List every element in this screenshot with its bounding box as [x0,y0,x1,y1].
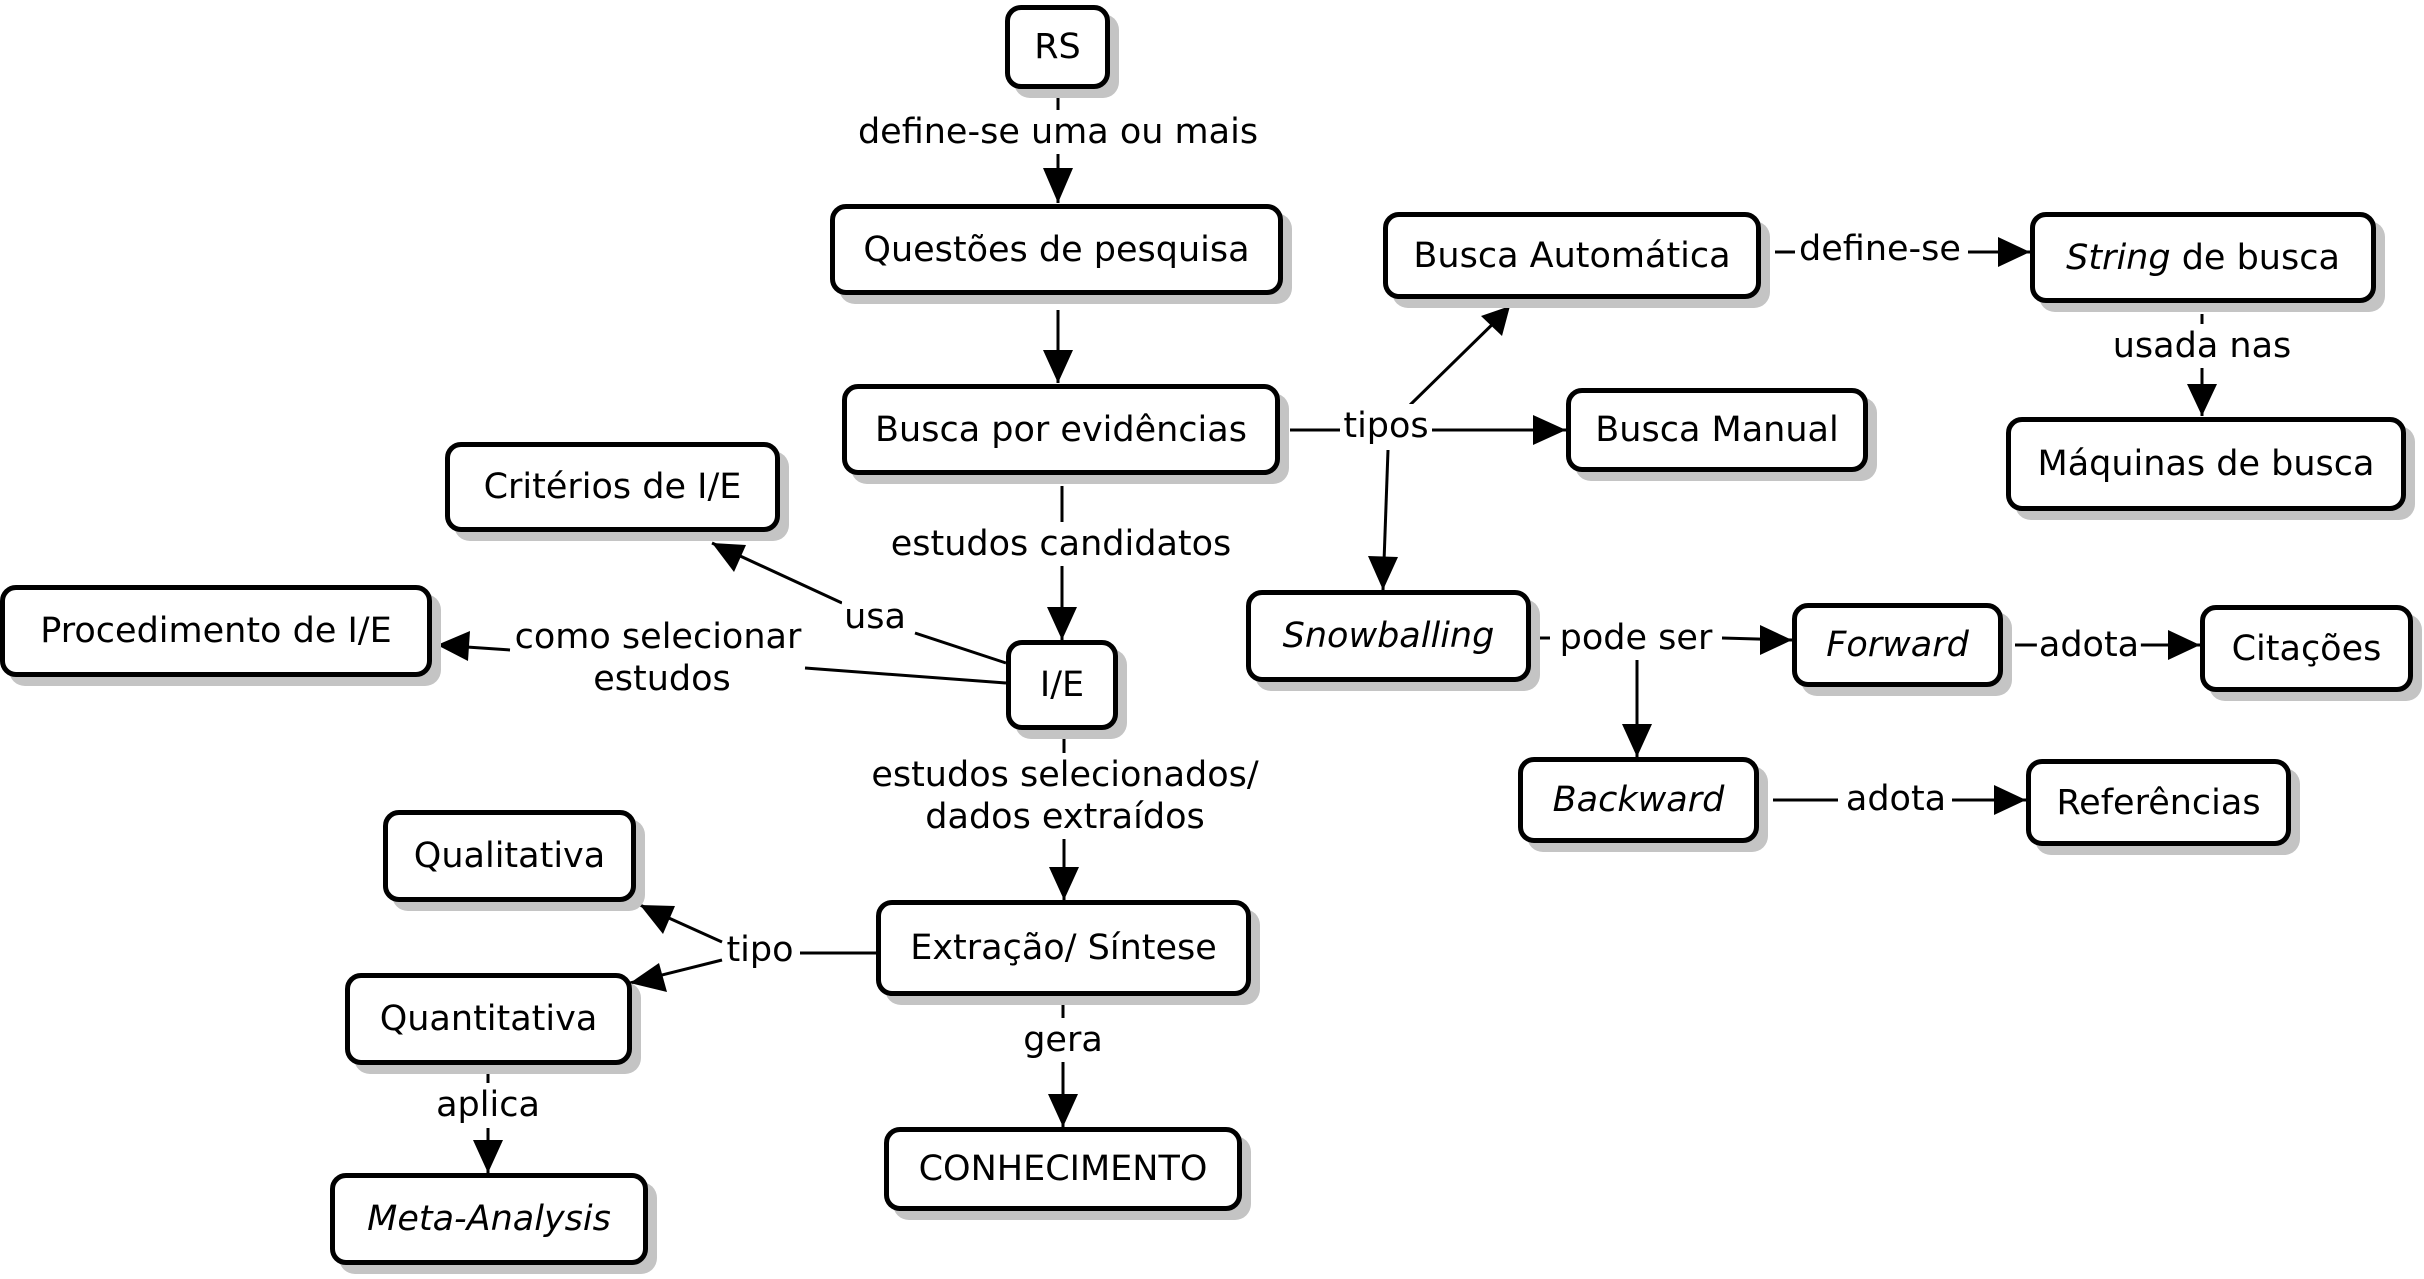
edge-tipos-automatica [1408,310,1507,407]
node-busca-manual-label: Busca Manual [1595,410,1839,450]
label-tipo: tipo [724,928,796,972]
node-extracao[interactable]: Extração/ Síntese [876,900,1251,996]
node-busca-automatica-label: Busca Automática [1413,235,1731,276]
node-rs[interactable]: RS [1005,5,1110,89]
node-procedimento-label: Procedimento de I/E [40,611,392,651]
label-pode-ser: pode ser [1557,616,1715,660]
node-quantitativa[interactable]: Quantitativa [345,973,632,1065]
label-define-uma-ou-mais: define-se uma ou mais [855,110,1261,154]
label-adota-forward: adota [2036,623,2142,667]
arrowhead-questoes [1043,168,1073,203]
node-qualitativa[interactable]: Qualitativa [383,810,636,902]
edge-ie-como [804,666,1007,685]
node-maquinas-label: Máquinas de busca [2037,444,2375,484]
node-citacoes-label: Citações [2231,628,2382,669]
label-estudos-selecionados-line1: estudos selecionados/ [869,753,1261,797]
node-criterios-label: Critérios de I/E [483,467,742,507]
node-forward-label: Forward [1826,625,1969,665]
node-procedimento[interactable]: Procedimento de I/E [0,585,432,677]
label-estudos-candidatos: estudos candidatos [888,522,1234,566]
node-referencias[interactable]: Referências [2026,759,2291,846]
node-snowballing[interactable]: Snowballing [1246,590,1531,682]
node-referencias-label: Referências [2056,782,2261,823]
node-busca-manual[interactable]: Busca Manual [1566,388,1868,472]
node-quantitativa-label: Quantitativa [379,999,598,1039]
node-busca-evidencias-label: Busca por evidências [875,409,1247,450]
node-string-busca[interactable]: String de busca [2030,212,2376,303]
node-extracao-label: Extração/ Síntese [910,928,1217,968]
label-tipos: tipos [1341,404,1431,448]
node-questoes-label: Questões de pesquisa [863,229,1250,270]
node-citacoes[interactable]: Citações [2200,605,2413,692]
label-define-se: define-se [1797,227,1963,271]
label-como-selecionar-line2: estudos [591,657,733,701]
label-usada-nas: usada nas [2110,324,2294,368]
node-backward[interactable]: Backward [1518,757,1759,843]
node-criterios[interactable]: Critérios de I/E [445,442,780,532]
string-italic: String [2066,237,2171,278]
string-rest: de busca [2170,237,2340,278]
node-ie[interactable]: I/E [1006,640,1118,730]
node-ie-label: I/E [1039,665,1085,705]
node-conhecimento[interactable]: CONHECIMENTO [884,1127,1242,1211]
node-snowballing-label: Snowballing [1282,616,1495,656]
node-qualitativa-label: Qualitativa [413,836,606,876]
node-rs-label: RS [1034,27,1081,67]
label-aplica: aplica [434,1083,542,1127]
node-busca-automatica[interactable]: Busca Automática [1383,212,1761,299]
label-como-selecionar-line1: como selecionar [512,615,804,659]
node-busca-evidencias[interactable]: Busca por evidências [842,384,1280,475]
node-conhecimento-label: CONHECIMENTO [918,1149,1208,1189]
node-backward-label: Backward [1552,780,1725,820]
edge-ie-usa [914,631,1007,665]
node-maquinas-busca[interactable]: Máquinas de busca [2006,417,2406,511]
node-string-busca-label: String de busca [2066,238,2340,278]
label-adota-backward: adota [1843,777,1949,821]
node-meta-label: Meta-Analysis [367,1199,611,1239]
label-gera: gera [1021,1018,1105,1062]
node-questoes[interactable]: Questões de pesquisa [830,204,1283,295]
node-forward[interactable]: Forward [1792,603,2003,687]
label-estudos-selecionados-line2: dados extraídos [923,795,1207,839]
label-usa: usa [842,595,908,639]
node-meta-analysis[interactable]: Meta-Analysis [330,1173,648,1265]
